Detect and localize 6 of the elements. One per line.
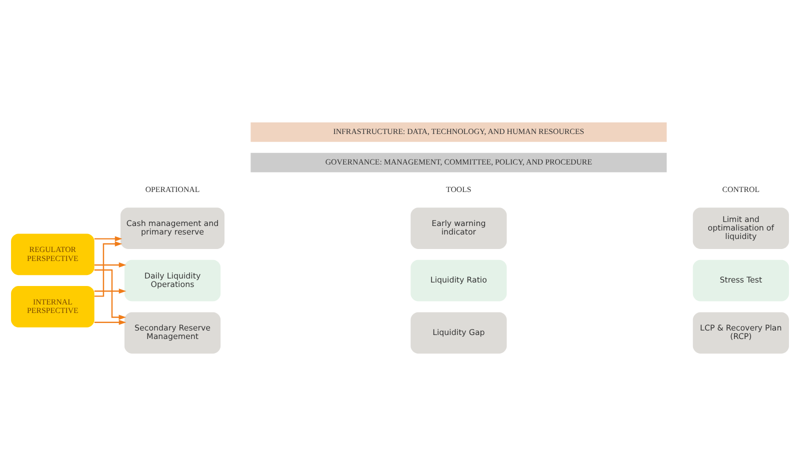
- arrow: [94, 262, 126, 268]
- arrow: [94, 241, 122, 297]
- arrow: [94, 320, 126, 325]
- arrow: [94, 269, 126, 320]
- arrow: [94, 236, 122, 242]
- arrow: [94, 288, 126, 294]
